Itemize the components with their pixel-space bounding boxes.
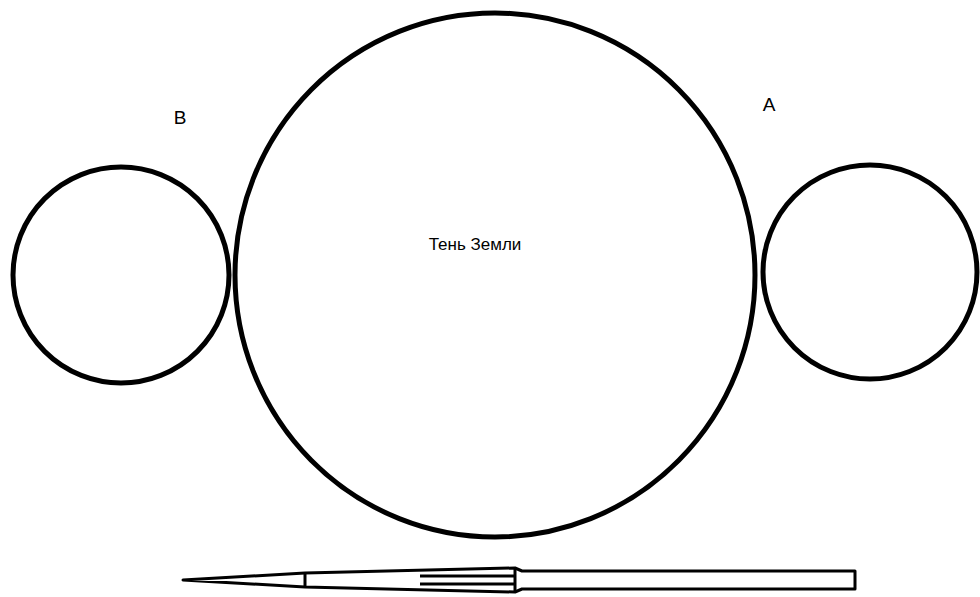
moon-circle [13,167,229,383]
moon-circle [763,165,977,379]
position-label: B [174,107,187,129]
direction-arrow [183,568,855,592]
node-text: Тень Земли [429,235,522,255]
shadow-circle: Тень Земли [232,10,758,540]
circle-outline [232,10,758,540]
position-label: A [763,94,776,116]
